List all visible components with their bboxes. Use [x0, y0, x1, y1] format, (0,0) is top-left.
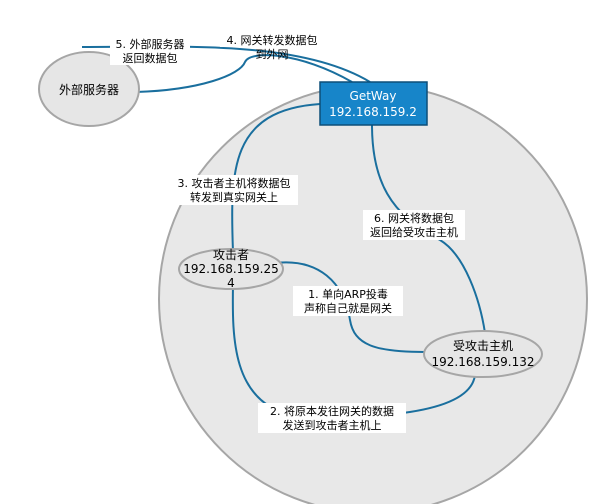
step5-line2: 返回数据包 [123, 51, 178, 65]
gateway-name: GetWay [350, 89, 397, 103]
step6-line2: 返回给受攻击主机 [370, 225, 458, 239]
step1-line1: 1. 单向ARP投毒 [308, 287, 388, 301]
attacker-name: 攻击者 [213, 248, 249, 262]
edge-label-step2: 2. 将原本发往网关的数据 发送到攻击者主机上 [258, 403, 406, 433]
step6-line1: 6. 网关将数据包 [374, 211, 454, 225]
step3-line2: 转发到真实网关上 [190, 190, 278, 204]
gateway-ip: 192.168.159.2 [329, 105, 417, 119]
victim-node: 受攻击主机 192.168.159.132 [423, 330, 543, 378]
edge-gateway-to-attacker [231, 103, 321, 253]
attacker-ip-line1: 192.168.159.25 [183, 262, 278, 276]
step4-line1: 4. 网关转发数据包 [227, 33, 318, 47]
edge-label-step1: 1. 单向ARP投毒 声称自己就是网关 [293, 286, 403, 316]
attacker-ip-line2: 4 [227, 276, 235, 290]
edge-label-step5: 5. 外部服务器 返回数据包 [110, 37, 190, 65]
step5-line1: 5. 外部服务器 [116, 37, 185, 51]
attacker-node: 攻击者 192.168.159.25 4 [178, 248, 284, 290]
step4-line2: 到外网 [256, 48, 289, 61]
external-server-node: 外部服务器 [38, 51, 140, 127]
gateway-node: GetWay 192.168.159.2 [319, 81, 428, 126]
external-server-label: 外部服务器 [59, 82, 119, 97]
edge-attacker-to-victim [267, 261, 426, 353]
victim-name: 受攻击主机 [453, 339, 513, 353]
edge-gateway-to-external [135, 54, 353, 93]
edge-label-step4: 4. 网关转发数据包 到外网 [220, 33, 324, 61]
step3-line1: 3. 攻击者主机将数据包 [178, 176, 291, 190]
step1-line2: 声称自己就是网关 [304, 301, 392, 315]
edge-label-step3: 3. 攻击者主机将数据包 转发到真实网关上 [170, 175, 298, 205]
victim-ip: 192.168.159.132 [431, 355, 534, 369]
step2-line1: 2. 将原本发往网关的数据 [270, 404, 394, 418]
edge-label-step6: 6. 网关将数据包 返回给受攻击主机 [363, 210, 465, 240]
step2-line2: 发送到攻击者主机上 [283, 418, 382, 432]
